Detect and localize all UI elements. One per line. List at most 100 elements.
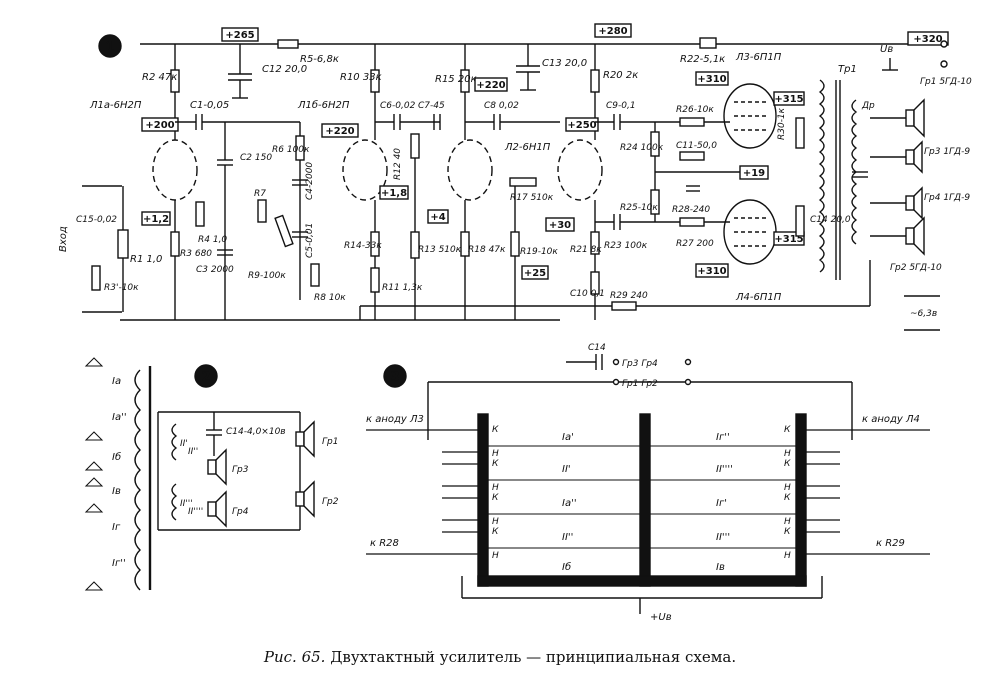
gr3-w-label: Гр3 xyxy=(232,465,249,475)
rail-label-265: +265 xyxy=(225,30,254,41)
winding-ig: Iг xyxy=(112,522,121,533)
sec-ii4: II'''' xyxy=(188,507,203,517)
row-l4: II'' xyxy=(562,532,573,543)
figure-caption: Рис. 65. Двухтактный усилитель — принцип… xyxy=(0,648,1000,666)
r22-label: R22-5,1к xyxy=(680,54,725,65)
r13-label: R13 510к xyxy=(418,245,462,255)
c4-label: C4-2000 xyxy=(305,162,315,200)
core-bottom xyxy=(477,575,807,587)
transformer-primary xyxy=(818,79,825,273)
row-l3: Iа'' xyxy=(562,498,577,509)
row-l1: Iа' xyxy=(562,432,574,443)
v-1-8: +1,8 xyxy=(381,188,407,199)
r3-label: R3 680 xyxy=(180,249,212,259)
r11-label: R14-33к xyxy=(344,241,382,251)
winding-ia2: Iа'' xyxy=(112,412,127,423)
pin-n-l2: Н xyxy=(492,483,499,493)
v-315-b: +315 xyxy=(774,234,803,245)
pin-n-r1: Н xyxy=(784,449,791,459)
c15-label: C15-0,02 xyxy=(76,215,117,225)
v-220-a: +220 xyxy=(325,126,354,137)
r9-label: R9-100к xyxy=(248,271,286,281)
r12-label: R11 1,3к xyxy=(382,283,423,293)
gr34-layout-label: Гр3 Гр4 xyxy=(622,359,658,369)
r26-label: R27 200 xyxy=(676,239,714,249)
row-r2: II'''' xyxy=(716,464,733,475)
r18-label: R17 510к xyxy=(510,193,554,203)
gr2-w-label: Гр2 xyxy=(322,497,339,507)
r7-label: R7 xyxy=(254,189,266,199)
v-310-b: +310 xyxy=(697,266,726,277)
rail-label-265-box xyxy=(221,27,259,42)
r29-label: C14 20,0 xyxy=(810,215,851,225)
tube-l1b-label: Л1б-6Н2П xyxy=(297,99,350,111)
tube-l2-label: Л2-6Н1П xyxy=(504,142,551,153)
c13-label: C13 20,0 xyxy=(542,58,587,69)
c12-label: C12 20,0 xyxy=(262,64,307,75)
tube-l1a-label: Л1а-6Н2П xyxy=(89,100,142,111)
pin-k-l2: К xyxy=(492,459,499,469)
r4-label: R4 1,0 xyxy=(198,235,227,245)
v-250: +250 xyxy=(567,120,596,131)
tube-l3-label: Л3-6П1П xyxy=(735,52,782,63)
r5-label: R5-6,8к xyxy=(300,54,339,65)
lead-uv: +Uв xyxy=(650,612,672,623)
r19-label: R20 2к xyxy=(603,70,638,81)
pin-n-r4: Н xyxy=(784,551,791,561)
pin-n-r2: Н xyxy=(784,483,791,493)
speaker-gr4-label: Гр4 1ГД-9 xyxy=(924,193,970,203)
c14-winding-label: C14-4,0×10в xyxy=(226,427,286,437)
c11-label: R28-240 xyxy=(672,205,710,215)
winding-diagram: 2 Iа Iа'' Iб Iв Iг Iг'' II' II'' II''' I… xyxy=(84,357,339,591)
rail-label-uv: Uв xyxy=(880,44,893,55)
speaker-gr3-label: Гр3 1ГД-9 xyxy=(924,147,970,157)
pin-k-l3: К xyxy=(492,493,499,503)
svg-text:1: 1 xyxy=(105,40,114,55)
r25-label: R26-10к xyxy=(676,105,714,115)
c14-layout-label: C14 xyxy=(588,343,606,353)
r15-label: R15 20к xyxy=(435,74,477,85)
core-right xyxy=(795,413,807,587)
row-r1: Iг'' xyxy=(716,432,730,443)
speaker-gr1-w xyxy=(303,420,315,458)
row-r3: Iг' xyxy=(716,498,727,509)
sec-ii1: II' xyxy=(180,439,188,449)
winding-ig2: Iг'' xyxy=(112,558,126,569)
core-left xyxy=(477,413,489,587)
pin-n-r3: Н xyxy=(784,517,791,527)
v-200: +200 xyxy=(145,120,174,131)
c7-label: C7-45 xyxy=(418,101,445,111)
pin-k-l1: К xyxy=(492,425,499,435)
speaker-gr3-w xyxy=(215,448,227,486)
r3prime-label: R3'-10к xyxy=(104,283,139,293)
winding-ia: Iа xyxy=(112,376,121,387)
r10-label: R10 33к xyxy=(340,72,382,83)
c9-label: C9-0,1 xyxy=(606,101,636,111)
c6-label: C6-0,02 xyxy=(380,101,416,111)
r6-label: R6 100к xyxy=(272,145,310,155)
speaker-gr2-w xyxy=(303,480,315,518)
input-label: Вход xyxy=(58,226,69,252)
secondary-2a xyxy=(171,423,178,461)
pin-n-l1: Н xyxy=(492,449,499,459)
r17-label: R19-10к xyxy=(520,247,558,257)
r16-label: R18 47к xyxy=(468,245,506,255)
r27-label: C11-50,0 xyxy=(676,141,717,151)
lead-r28: к R28 xyxy=(370,538,399,549)
figure-title: Двухтактный усилитель — принципиальная с… xyxy=(330,648,737,666)
c1-label: C1-0,05 xyxy=(190,100,229,111)
sec-ii3: II''' xyxy=(180,499,193,509)
main-schematic: 1 +265 +280 +320 Uв R5-6,8к C12 20,0 C13… xyxy=(58,23,972,331)
row-l5: Iб xyxy=(562,561,571,573)
v-19: +19 xyxy=(743,168,765,179)
winding-ib: Iб xyxy=(112,451,121,463)
c2-label: C2 150 xyxy=(240,153,272,163)
filament-supply-label: ~6,3в xyxy=(910,309,937,319)
tr1-label: Тр1 xyxy=(838,64,857,75)
v-30: +30 xyxy=(549,220,571,231)
v-315-a: +315 xyxy=(774,94,803,105)
c10-label: R23 100к xyxy=(604,241,648,251)
r20-label: R21 8к xyxy=(570,245,602,255)
v-220-b: +220 xyxy=(476,80,505,91)
tube-l1b xyxy=(342,139,388,201)
